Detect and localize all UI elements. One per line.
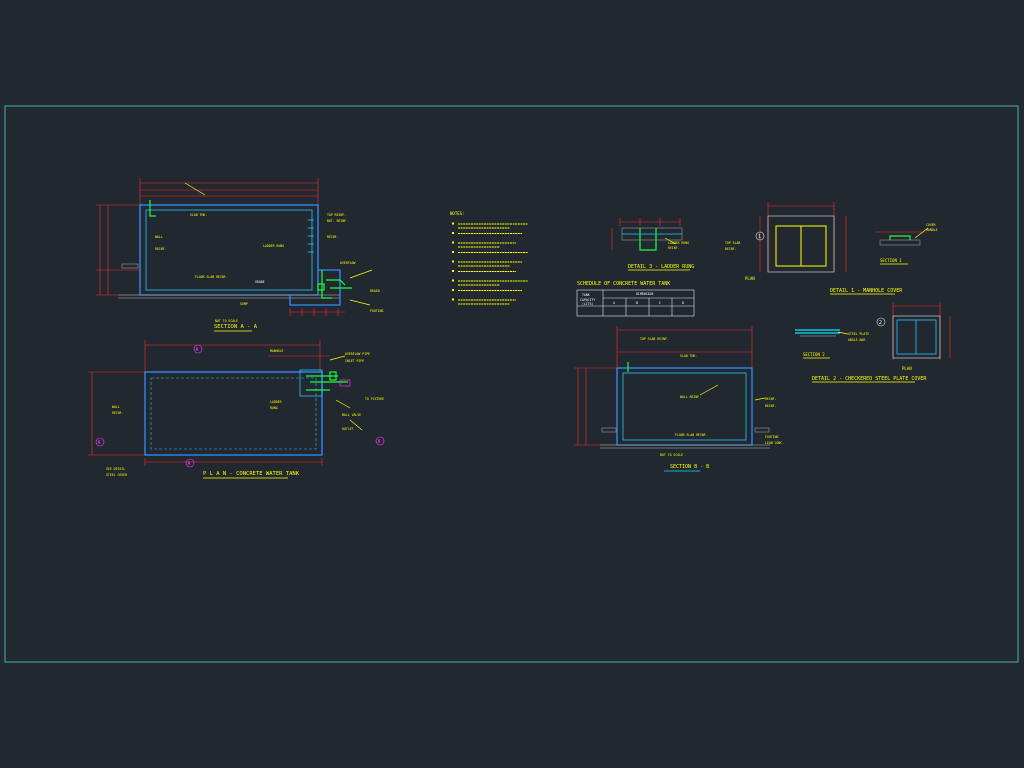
svg-text:HANDLE: HANDLE: [926, 228, 938, 232]
svg-text:FLOOR SLAB REINF.: FLOOR SLAB REINF.: [195, 275, 228, 279]
section-1-label: SECTION 1: [880, 258, 902, 263]
svg-text:WALL: WALL: [155, 235, 163, 239]
notes-list: [452, 222, 528, 305]
section-a-a[interactable]: SLAB THK. WALL REINF. FLOOR SLAB REINF. …: [96, 178, 384, 332]
note-number: [452, 260, 454, 263]
svg-text:A: A: [98, 440, 101, 446]
svg-text:FOOTING: FOOTING: [370, 309, 384, 313]
svg-text:LADDER: LADDER: [270, 400, 282, 404]
detail-1-plan-label: PLAN: [745, 276, 755, 281]
note-number: [452, 270, 454, 272]
svg-text:REINF.: REINF.: [112, 411, 124, 415]
note-number: [452, 241, 454, 244]
sheet-border: [4, 105, 1019, 663]
svg-text:DIMENSION: DIMENSION: [636, 292, 653, 296]
schedule-table: SCHEDULE OF CONCRETE WATER TANK TANK CAP…: [576, 281, 695, 317]
svg-text:TOP REINF.: TOP REINF.: [327, 213, 346, 217]
detail-1-title: DETAIL 1 - MANHOLE COVER: [830, 288, 903, 294]
svg-text:BALL VALVE: BALL VALVE: [342, 413, 361, 417]
svg-text:NOT TO SCALE: NOT TO SCALE: [660, 453, 683, 457]
svg-text:TANK: TANK: [582, 293, 590, 297]
section-b-b-title: SECTION B - B: [670, 464, 709, 470]
detail-1-marker: 1: [755, 231, 765, 241]
detail-2-checkered-steel-plate-cover[interactable]: 2 PLAN STEEL PLATE ANGLE BAR SECTION 2 D…: [795, 302, 951, 383]
svg-text:MANHOLE: MANHOLE: [270, 349, 284, 353]
plan-concrete-water-tank[interactable]: MANHOLE OVERFLOW PIPE INLET PIPE LADDER …: [88, 340, 384, 479]
svg-text:REINF.: REINF.: [668, 246, 680, 250]
svg-text:FLOOR SLAB REINF.: FLOOR SLAB REINF.: [675, 433, 708, 437]
svg-text:A: A: [613, 301, 615, 305]
svg-text:NOT TO SCALE: NOT TO SCALE: [215, 319, 238, 323]
svg-text:OVERFLOW: OVERFLOW: [340, 261, 355, 265]
svg-text:LADDER RUNG: LADDER RUNG: [668, 241, 689, 245]
svg-text:REINF.: REINF.: [765, 397, 777, 401]
section-b-b[interactable]: TOP SLAB REINF. SLAB THK. WALL REINF. RE…: [574, 326, 784, 472]
svg-text:REINF.: REINF.: [765, 404, 777, 408]
svg-text:COVER: COVER: [926, 223, 936, 227]
svg-text:B: B: [636, 301, 638, 305]
detail-2-marker: 2: [876, 317, 886, 327]
svg-text:SLAB THK.: SLAB THK.: [680, 354, 697, 358]
svg-text:(LITS): (LITS): [582, 302, 594, 306]
section-a-a-title: SECTION A - A: [214, 324, 258, 330]
svg-text:CAPACITY: CAPACITY: [580, 298, 595, 302]
section-marker-bottom: A: [185, 458, 195, 468]
svg-text:DRAIN: DRAIN: [370, 289, 380, 293]
note-number: [452, 251, 454, 253]
section-marker-right: A: [375, 436, 385, 446]
svg-text:OUTLET: OUTLET: [342, 427, 354, 431]
svg-text:1: 1: [758, 234, 761, 240]
svg-text:REINF.: REINF.: [725, 247, 737, 251]
svg-text:REINF.: REINF.: [327, 235, 339, 239]
general-notes: NOTES:: [450, 211, 528, 305]
note-number: [452, 289, 454, 291]
schedule-title: SCHEDULE OF CONCRETE WATER TANK: [577, 281, 670, 287]
svg-text:SEE DETAIL: SEE DETAIL: [106, 467, 125, 471]
svg-text:TOP SLAB: TOP SLAB: [725, 241, 740, 245]
section-markers: A A A A: [95, 344, 385, 468]
detail-2-title: DETAIL 2 - CHECKERED STEEL PLATE COVER: [812, 376, 927, 382]
detail-2-plan-label: PLAN: [902, 366, 912, 371]
detail-3-title: DETAIL 3 - LADDER RUNG: [628, 264, 694, 270]
detail-3-ladder-rung[interactable]: LADDER RUNG REINF. DETAIL 3 - LADDER RUN…: [611, 218, 694, 271]
section-marker-left: A: [95, 437, 105, 447]
plan-title: P L A N - CONCRETE WATER TANK: [203, 471, 300, 477]
svg-text:SLAB THK.: SLAB THK.: [190, 213, 207, 217]
svg-text:WALL: WALL: [112, 405, 120, 409]
section-2-label: SECTION 2: [803, 352, 825, 357]
note-number: [452, 298, 454, 301]
note-number: [452, 232, 454, 234]
note-number: [452, 279, 454, 282]
svg-text:D: D: [682, 301, 684, 305]
svg-text:WALL REINF.: WALL REINF.: [680, 395, 701, 399]
svg-text:TO FIXTURE: TO FIXTURE: [365, 397, 384, 401]
svg-text:A: A: [196, 347, 199, 353]
svg-text:TOP SLAB REINF.: TOP SLAB REINF.: [640, 337, 669, 341]
note-number: [452, 222, 454, 225]
section-marker-top-left: A: [193, 344, 203, 354]
svg-text:FOOTING: FOOTING: [765, 435, 779, 439]
svg-text:GRADE: GRADE: [255, 280, 265, 284]
svg-text:OVERFLOW PIPE: OVERFLOW PIPE: [345, 352, 370, 356]
notes-heading: NOTES:: [450, 211, 464, 216]
svg-text:2: 2: [879, 320, 882, 326]
svg-text:STEEL PLATE: STEEL PLATE: [848, 332, 869, 336]
svg-text:STEEL COVER: STEEL COVER: [106, 473, 127, 477]
svg-text:LEAN CONC.: LEAN CONC.: [765, 441, 784, 445]
svg-text:C: C: [659, 301, 661, 305]
svg-text:REINF.: REINF.: [155, 247, 167, 251]
svg-text:A: A: [188, 461, 191, 467]
svg-text:LADDER RUNG: LADDER RUNG: [263, 244, 284, 248]
svg-text:A: A: [378, 439, 381, 445]
svg-text:BOT. REINF.: BOT. REINF.: [327, 219, 348, 223]
svg-text:SUMP: SUMP: [240, 302, 248, 306]
svg-text:ANGLE BAR: ANGLE BAR: [848, 338, 865, 342]
svg-text:RUNG: RUNG: [270, 406, 278, 410]
detail-1-manhole-cover[interactable]: 1 TOP SLAB REINF. PLAN DETAIL 1 - MANHOL…: [725, 202, 938, 295]
svg-text:INLET PIPE: INLET PIPE: [345, 359, 364, 363]
